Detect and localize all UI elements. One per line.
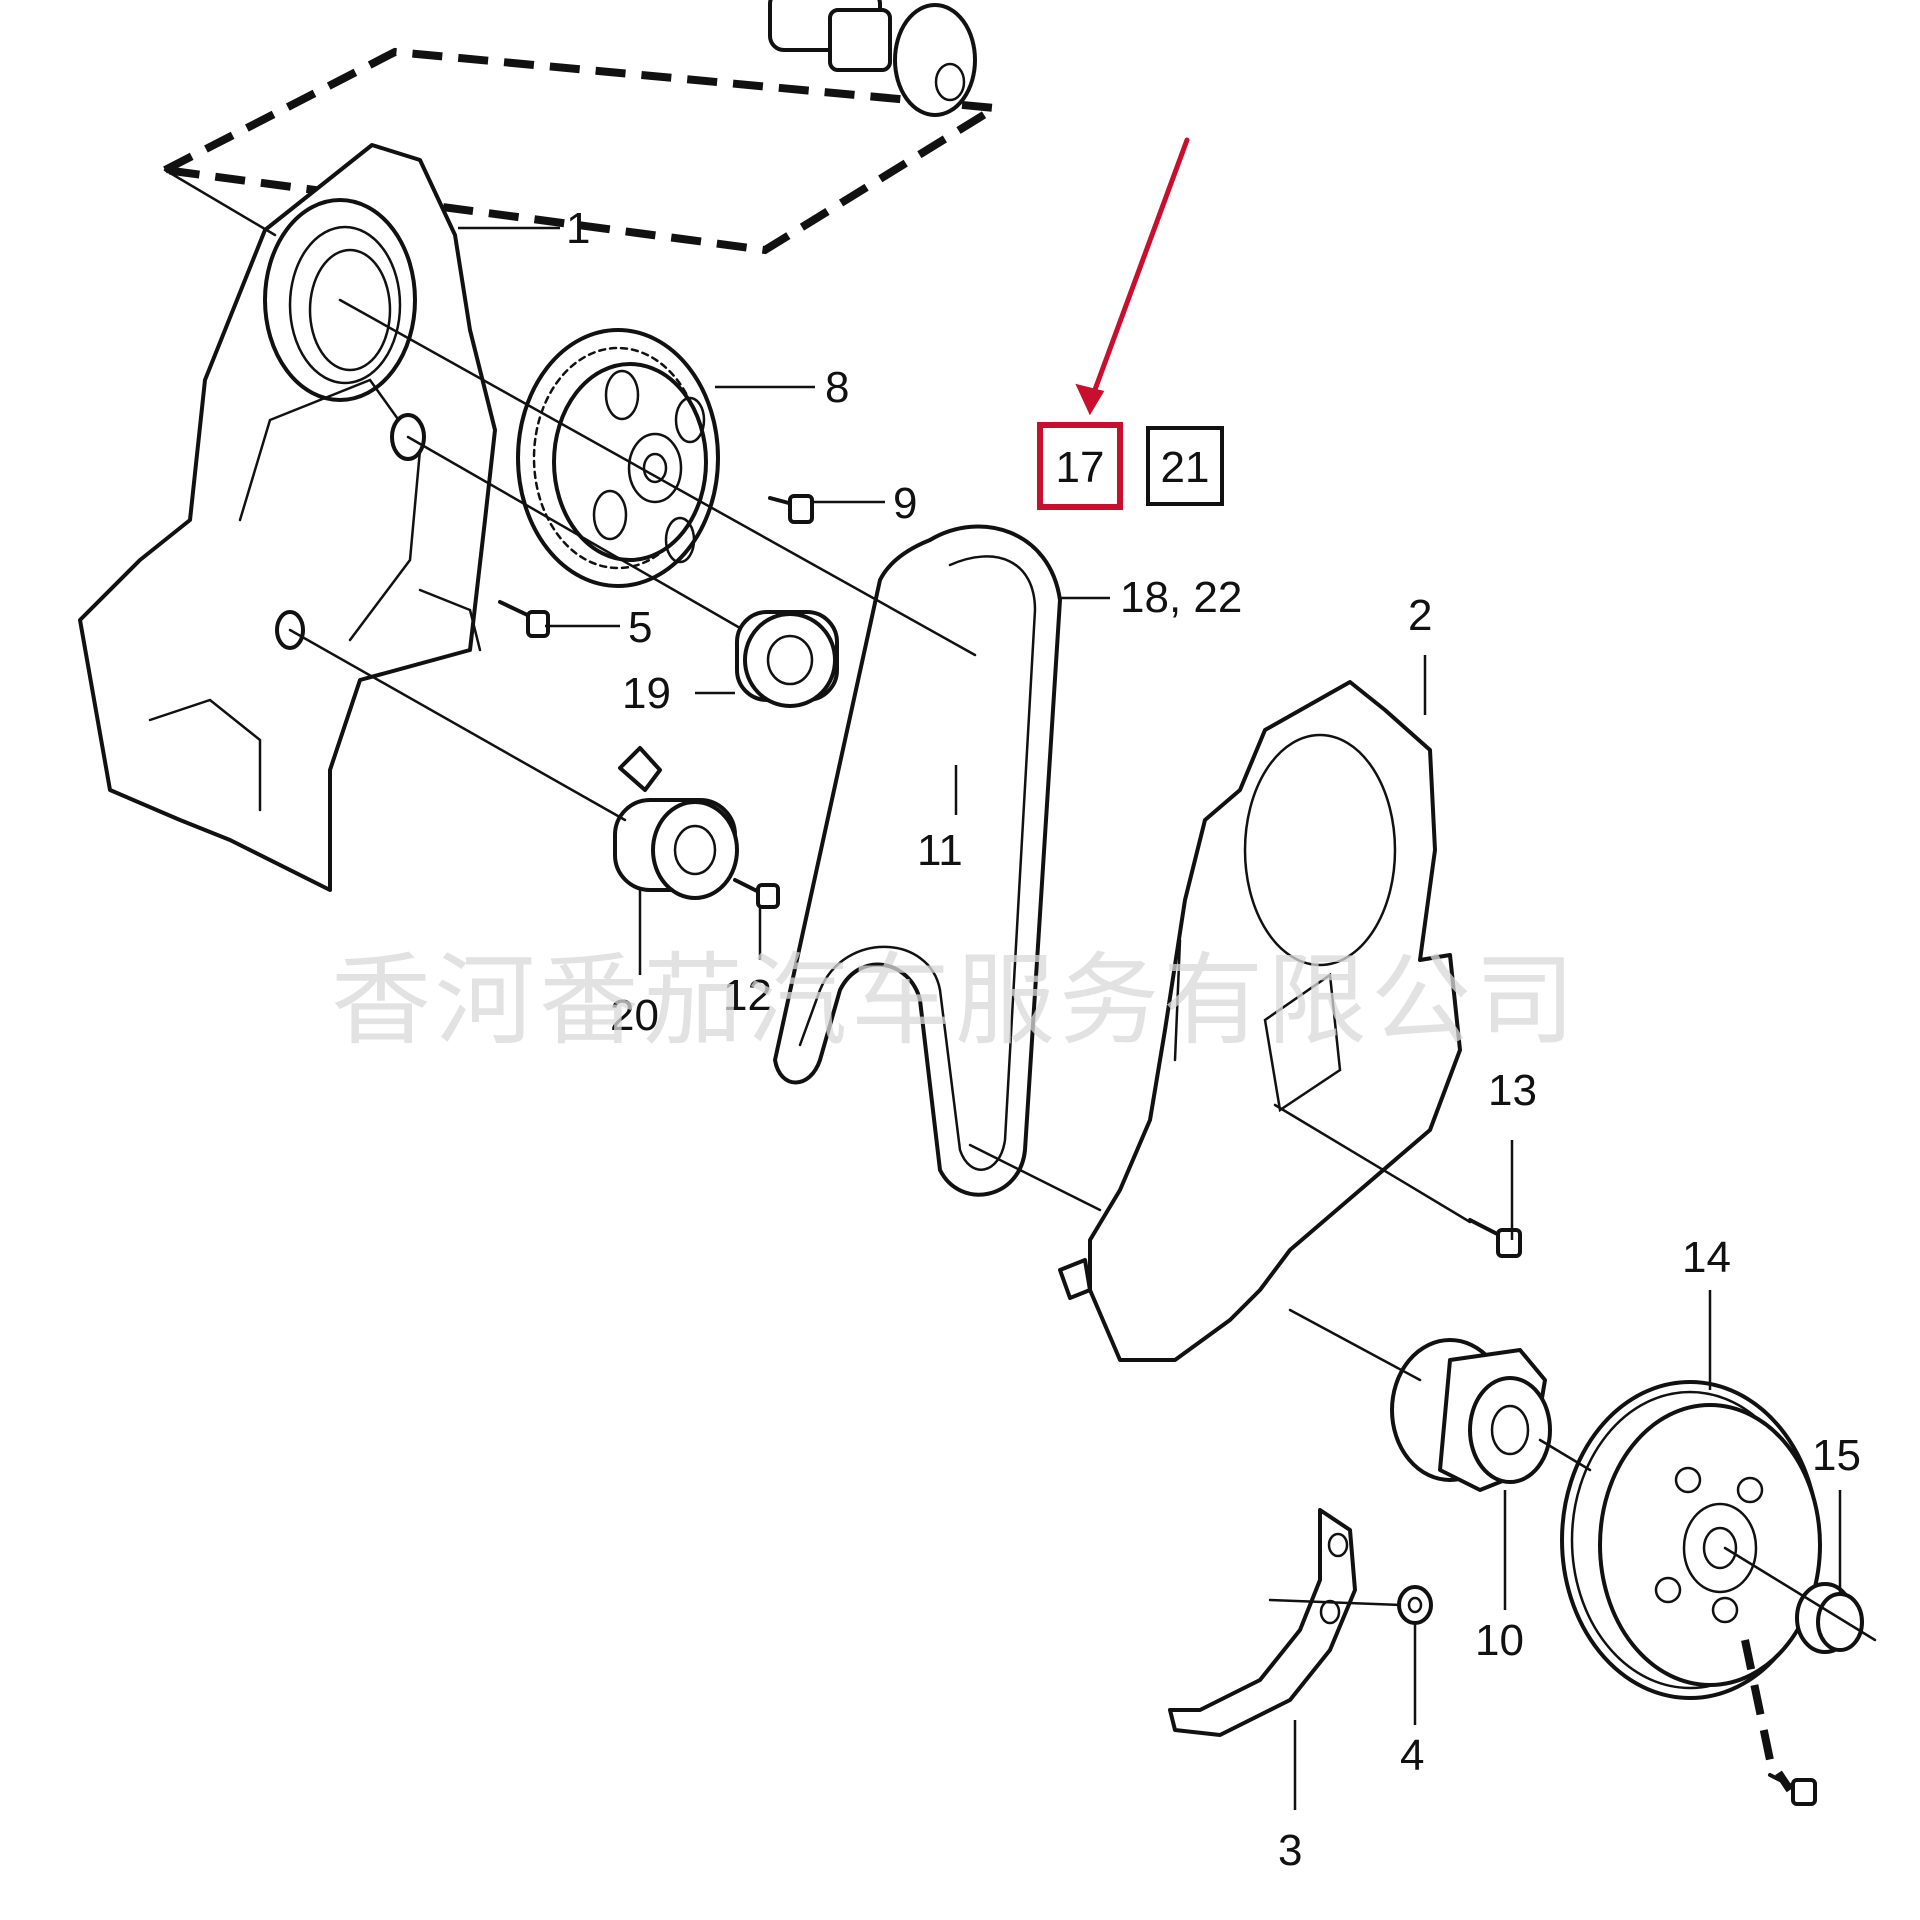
callout-10: 10 [1475, 1616, 1524, 1665]
callout-5: 5 [628, 603, 652, 652]
lower-bolt [1768, 1773, 1817, 1806]
callout-14: 14 [1682, 1233, 1731, 1282]
idler-roller [735, 610, 839, 708]
ref-box-21-label: 21 [1161, 443, 1210, 492]
crankshaft-pulley [1560, 1380, 1822, 1700]
callout-9: 9 [893, 479, 917, 528]
lower-timing-cover [1168, 1508, 1357, 1737]
callout-12: 12 [723, 971, 772, 1020]
callout-1: 1 [566, 204, 590, 253]
belt-tensioner [613, 746, 739, 900]
callout-4: 4 [1400, 1731, 1424, 1780]
leader-lines [458, 226, 1842, 1810]
callout-13: 13 [1488, 1066, 1537, 1115]
callout-labels: 1 2 3 4 5 8 9 10 11 12 13 14 15 19 20 18… [566, 204, 1861, 1875]
watermark-text: 香河番茄汽车服务有限公司 [331, 942, 1579, 1059]
front-timing-cover [1058, 680, 1462, 1362]
callout-11: 11 [917, 826, 963, 875]
callout-2: 2 [1408, 591, 1432, 640]
callout-18-22: 18, 22 [1120, 573, 1242, 622]
ref-box-17: 17 [1037, 422, 1123, 510]
timing-belt [773, 524, 1062, 1197]
ref-box-17-label: 17 [1056, 443, 1105, 492]
camshaft-end [768, 0, 977, 117]
ref-box-21: 21 [1146, 426, 1224, 506]
pulley-bolt [1795, 1582, 1864, 1654]
camshaft-sprocket [516, 328, 720, 588]
callout-8: 8 [825, 363, 849, 412]
axis-lines [163, 168, 1877, 1642]
cover-bolt-5 [498, 600, 550, 638]
nut-4 [1397, 1585, 1433, 1625]
crankshaft-sprocket [1390, 1338, 1552, 1492]
highlight-arrow [1075, 137, 1190, 416]
callout-19: 19 [622, 669, 671, 718]
callout-15: 15 [1812, 1431, 1861, 1480]
sprocket-bolt [768, 494, 814, 524]
rear-timing-cover [78, 143, 497, 892]
callout-20: 20 [610, 991, 659, 1040]
callout-3: 3 [1278, 1826, 1302, 1875]
front-cover-bolt-13 [1468, 1218, 1522, 1258]
tensioner-bolt-12 [733, 878, 780, 909]
